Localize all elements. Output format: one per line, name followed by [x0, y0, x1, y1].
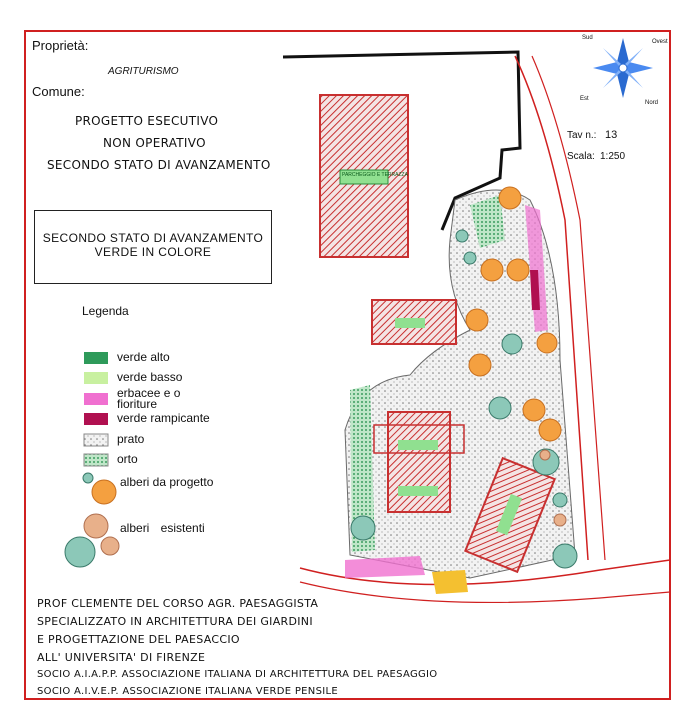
- tree-project: [522, 398, 546, 422]
- tree-existing: [532, 448, 560, 476]
- project-trees: [465, 186, 562, 442]
- title-box: SECONDO STATO DI AVANZAMENTO VERDE IN CO…: [34, 210, 272, 284]
- footer-line-1: PROF CLEMENTE DEL CORSO AGR. PAESAGGISTA: [37, 597, 319, 610]
- project-line-3: SECONDO STATO DI AVANZAMENTO: [47, 158, 271, 172]
- tav-label: Tav n.:: [567, 130, 597, 141]
- tree-existing: [552, 543, 578, 569]
- legend-alberi-esistenti: alberi esistenti: [120, 521, 205, 535]
- footer-line-6: SOCIO A.I.V.E.P. ASSOCIAZIONE ITALIANA V…: [37, 686, 338, 697]
- swatch-small-tree: [82, 472, 94, 484]
- tree-existing: [488, 396, 512, 420]
- hedge-north: [470, 195, 505, 248]
- road-edge-2: [531, 55, 606, 561]
- building-main: [387, 411, 451, 513]
- legend-swatches: [64, 352, 120, 568]
- tree-project: [536, 332, 558, 354]
- title-box-line-1: SECONDO STATO DI AVANZAMENTO: [42, 231, 264, 245]
- road-edge-1: [514, 55, 589, 561]
- climber-east: [530, 270, 540, 310]
- building-label: PARCHEGGIO E TERRAZZA: [342, 172, 408, 178]
- legend-rampicante: verde rampicante: [117, 411, 210, 425]
- existing-trees: [350, 229, 578, 569]
- swatch-albero-esistente-1: [83, 513, 109, 539]
- proprieta-label: Proprietà:: [32, 38, 89, 53]
- tree-project: [506, 258, 530, 282]
- footer-line-3: E PROGETTAZIONE DEL PAESACCIO: [37, 633, 240, 646]
- tree-project: [465, 308, 489, 332]
- roof-garden-2: [398, 440, 438, 450]
- proprieta-value: AGRITURISMO: [108, 66, 179, 77]
- tav-value: 13: [605, 129, 618, 141]
- swatch-rampicante: [84, 413, 108, 425]
- swatch-albero-esistente-2: [64, 536, 96, 568]
- compass-sud: Sud: [582, 35, 593, 41]
- project-line-2: NON OPERATIVO: [103, 136, 206, 150]
- tree-existing: [463, 251, 477, 265]
- roof-garden-1: [395, 318, 425, 328]
- building-east-group: [464, 456, 556, 574]
- legend-erbacee: erbacee e o fioriture: [117, 386, 181, 411]
- flowerbed-east: [525, 205, 548, 332]
- building-label-bg: [339, 169, 389, 185]
- legend-verde-basso: verde basso: [117, 370, 183, 384]
- existing-trees-brown: [539, 449, 567, 527]
- compass-star-icon: [593, 38, 653, 98]
- swatch-erbacee: [84, 393, 108, 405]
- legend-verde-alto: verde alto: [117, 350, 170, 364]
- tree-project: [468, 353, 492, 377]
- flowerbed-south: [345, 556, 425, 578]
- comune-label: Comune:: [32, 84, 85, 99]
- swatch-orto: [83, 453, 109, 467]
- project-line-1: PROGETTO ESECUTIVO: [75, 114, 219, 128]
- compass-ovest: Ovest: [652, 39, 668, 45]
- legend-orto: orto: [117, 452, 138, 466]
- footer-line-5: SOCIO A.I.A.P.P. ASSOCIAZIONE ITALIANA D…: [37, 669, 438, 680]
- tree-project: [480, 258, 504, 282]
- tree-existing: [552, 492, 568, 508]
- tree-existing-brown: [553, 513, 567, 527]
- tree-existing: [350, 515, 376, 541]
- drawing-frame: [24, 30, 671, 700]
- tree-existing-brown: [539, 449, 551, 461]
- swatch-albero-progetto: [91, 479, 117, 505]
- legend-prato: prato: [117, 432, 145, 446]
- swatch-verde-alto: [84, 352, 108, 364]
- compass-nord: Nord: [645, 100, 659, 106]
- tree-existing: [455, 229, 469, 243]
- legend-alberi-progetto: alberi da progetto: [120, 475, 214, 489]
- building-main-wing: [373, 424, 465, 454]
- scale-label: Scala:: [567, 151, 595, 162]
- tree-project: [538, 418, 562, 442]
- swatch-prato: [83, 433, 109, 447]
- title-box-line-2: VERDE IN COLORE: [94, 245, 212, 259]
- legend-title: Legenda: [82, 304, 129, 318]
- swatch-albero-esistente-3: [100, 536, 120, 556]
- roof-garden-4: [496, 493, 523, 536]
- boundary-wall: [282, 50, 522, 231]
- road-bottom-2: [299, 581, 671, 604]
- tree-existing: [501, 333, 523, 355]
- roof-garden-3: [398, 486, 438, 496]
- scale-value: 1:250: [600, 151, 626, 162]
- footer-line-4: ALL' UNIVERSITA' DI FIRENZE: [37, 651, 206, 664]
- hedge-west: [350, 385, 375, 552]
- swatch-verde-basso: [84, 372, 108, 384]
- compass-est: Est: [580, 96, 589, 102]
- tree-project: [498, 186, 522, 210]
- yellow-bed: [432, 570, 468, 594]
- footer-line-2: SPECIALIZZATO IN ARCHITETTURA DEI GIARDI…: [37, 615, 313, 628]
